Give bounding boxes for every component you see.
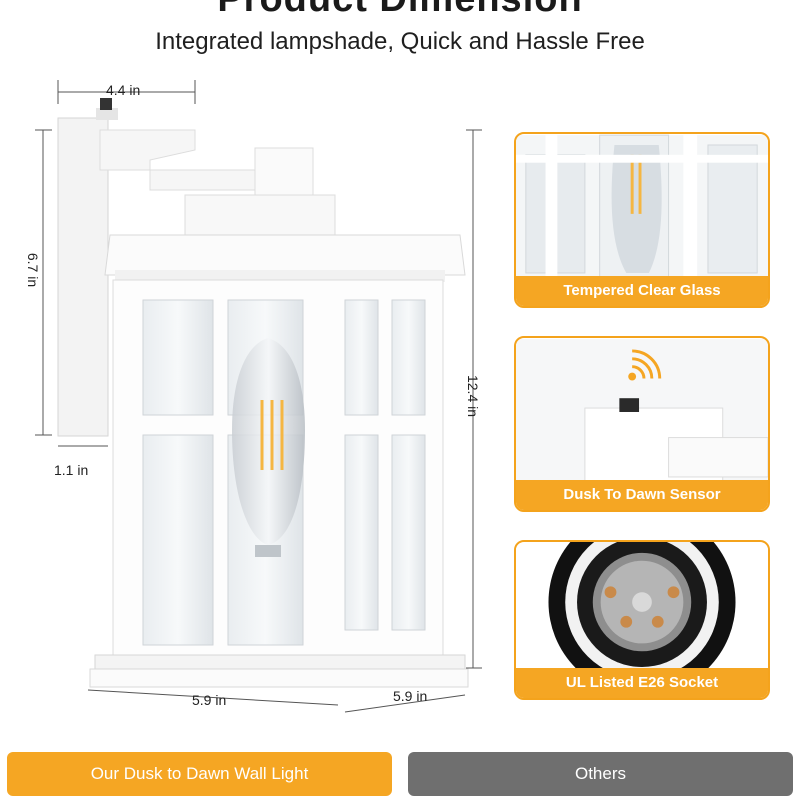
dim-top-width: 4.4 in: [106, 82, 141, 98]
page-subtitle: Integrated lampshade, Quick and Hassle F…: [155, 28, 645, 55]
photo-sensor-icon: [100, 98, 112, 110]
feature-label-socket: UL Listed E26 Socket: [516, 668, 768, 698]
wall-light-illustration: [35, 80, 482, 713]
feature-card-sensor: Dusk To Dawn Sensor: [514, 336, 770, 512]
dim-left-height: 6.7 in: [25, 252, 42, 288]
dim-base-depth: 1.1 in: [54, 462, 89, 478]
dim-bottom-depth: 5.9 in: [393, 688, 428, 704]
feature-label-sensor: Dusk To Dawn Sensor: [516, 480, 768, 510]
bulb-icon: [232, 338, 305, 545]
dim-bottom-width: 5.9 in: [192, 692, 227, 708]
e26-socket-icon: [516, 542, 768, 672]
dim-total-height: 12.4 in: [465, 374, 482, 418]
feature-card-glass: Tempered Clear Glass: [514, 132, 770, 308]
tab-others[interactable]: Others: [408, 752, 793, 796]
feature-label-glass: Tempered Clear Glass: [516, 276, 768, 306]
page-title: Product Dimension: [0, 0, 800, 21]
glass-lantern-closeup: [516, 134, 768, 280]
feature-card-socket: UL Listed E26 Socket: [514, 540, 770, 700]
tab-our-light[interactable]: Our Dusk to Dawn Wall Light: [7, 752, 392, 796]
sensor-signal-icon: [516, 339, 768, 484]
